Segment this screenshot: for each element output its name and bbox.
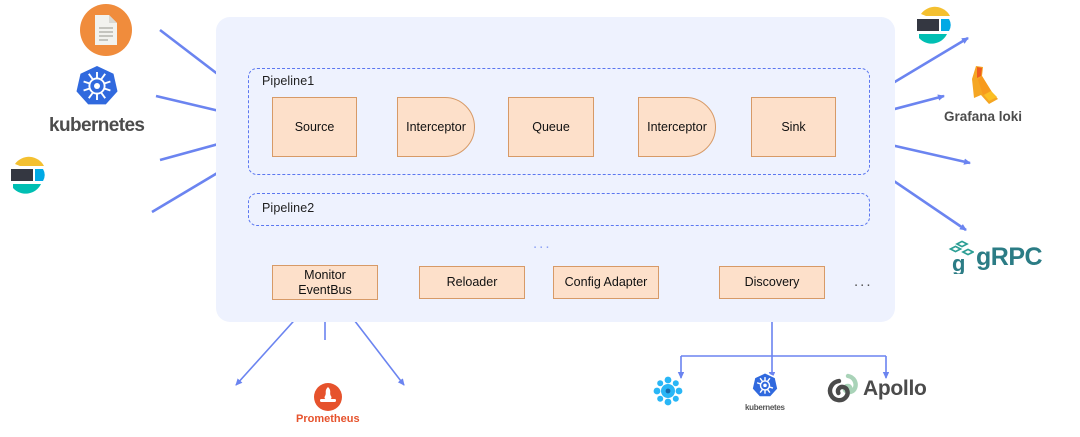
source-logo-kubernetes: kubernetes <box>49 60 145 137</box>
grafana-loki-label: Grafana loki <box>944 109 1023 124</box>
file-document-icon <box>80 4 132 56</box>
node-discovery[interactable]: Discovery <box>719 266 825 299</box>
kubernetes-icon <box>750 371 779 398</box>
node-source[interactable]: Source <box>272 97 357 157</box>
grpc-icon: g <box>948 240 974 274</box>
discovery-logo-apollo: Apollo <box>826 373 927 405</box>
sink-logo-grpc: g gRPC <box>948 240 1043 274</box>
pipeline1-container <box>248 68 870 175</box>
node-interceptor-2[interactable]: Interceptor <box>638 97 716 157</box>
elastic-icon <box>917 6 951 44</box>
svg-text:g: g <box>952 251 965 274</box>
grpc-label: gRPC <box>976 242 1043 271</box>
node-sink[interactable]: Sink <box>751 97 836 157</box>
node-interceptor-1[interactable]: Interceptor <box>397 97 475 157</box>
prometheus-icon <box>313 383 342 411</box>
grafana-loki-icon <box>972 66 999 104</box>
apollo-icon <box>827 373 858 403</box>
node-reloader[interactable]: Reloader <box>419 266 525 299</box>
apollo-label: Apollo <box>863 377 927 400</box>
sink-logo-elastic <box>911 2 959 50</box>
discovery-logo-consul <box>651 374 685 408</box>
components-ellipsis: ... <box>854 273 873 290</box>
pipeline2-label: Pipeline2 <box>262 201 315 215</box>
prometheus-label: Prometheus <box>296 413 360 425</box>
elastic-icon <box>11 156 45 194</box>
monitor-line1: Monitor <box>304 268 346 283</box>
kubernetes-icon <box>73 63 121 107</box>
monitor-logo-prometheus: Prometheus <box>296 382 360 425</box>
node-monitor-eventbus[interactable]: Monitor EventBus <box>272 265 378 300</box>
monitor-line2: EventBus <box>298 282 352 297</box>
source-logo-elastic <box>5 152 53 200</box>
pipeline2-container <box>248 193 870 226</box>
source-logo-file <box>78 2 134 58</box>
pipeline1-label: Pipeline1 <box>262 74 315 88</box>
node-queue[interactable]: Queue <box>508 97 594 157</box>
consul-icon <box>653 376 683 406</box>
sink-logo-grafana-loki: Grafana loki <box>944 62 1022 124</box>
kubernetes-label: kubernetes <box>49 115 145 136</box>
discovery-logo-kubernetes: kubernetes <box>745 370 785 412</box>
pipelines-ellipsis: ... <box>533 235 552 252</box>
node-config-adapter[interactable]: Config Adapter <box>553 266 659 299</box>
kubernetes-label: kubernetes <box>745 403 785 412</box>
